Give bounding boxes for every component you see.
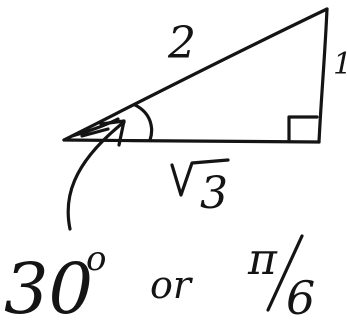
degree-symbol: o [86, 239, 106, 279]
vertical-side-line [317, 7, 329, 144]
hypotenuse-line [62, 7, 329, 142]
angle-degrees-label: 30 [4, 248, 93, 324]
hypotenuse-label: 2 [167, 18, 196, 69]
or-label: or [150, 263, 194, 307]
fraction-slash [266, 234, 304, 312]
arrow-head [99, 119, 126, 147]
radical-sign-icon [170, 158, 230, 197]
right-angle-marker-icon [287, 115, 319, 142]
curved-arrow-icon [66, 120, 126, 231]
vertical-side-label: 1 [333, 47, 347, 82]
base-label: √3 [165, 199, 167, 201]
angle-arc-icon [133, 103, 154, 142]
pi-label: π [247, 234, 278, 285]
six-label: 6 [286, 271, 315, 324]
base-line [62, 138, 321, 144]
base-label-digit: 3 [200, 168, 228, 219]
